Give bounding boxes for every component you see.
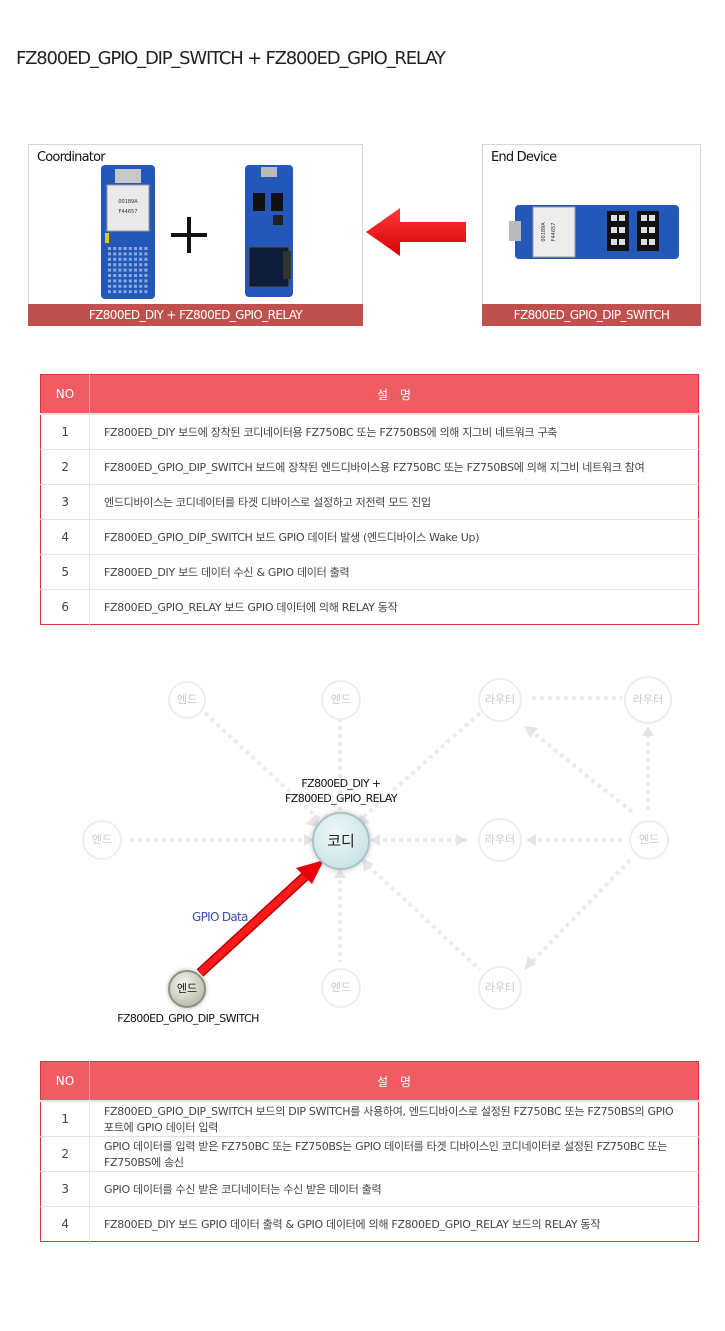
row-no: 1: [40, 1101, 90, 1137]
coordinator-network-label: FZ800ED_DIY + FZ800ED_GPIO_RELAY: [285, 777, 398, 805]
node-end-right: 엔드: [629, 820, 669, 860]
row-text: FZ800ED_DIY 보드 GPIO 데이터 출력 & GPIO 데이터에 의…: [104, 1217, 601, 1231]
end-device-box: End Device 00189A F44657 FZ800ED_GPIO_DI…: [482, 144, 701, 326]
row-text: FZ800ED_DIY 보드 데이터 수신 & GPIO 데이터 출력: [89, 554, 699, 590]
row-no: 5: [40, 554, 90, 590]
row-no: 2: [40, 449, 90, 485]
node-router-top-right1: 라우터: [478, 678, 522, 722]
node-router-top-right2: 라우터: [624, 676, 672, 724]
diy-chip-text-1: 00189A: [118, 199, 138, 205]
node-end-left: 엔드: [82, 820, 122, 860]
diy-board-image: 00189A F44657: [101, 165, 155, 299]
node-end-top-left: 엔드: [168, 681, 206, 719]
node-router-bottom: 라우터: [478, 966, 522, 1010]
node-router-mid: 라우터: [478, 818, 522, 862]
row-text: FZ800ED_GPIO_RELAY 보드 GPIO 데이터에 의해 RELAY…: [104, 600, 398, 614]
node-source-end: 엔드: [168, 970, 206, 1008]
table1-header-no: NO: [40, 374, 90, 415]
row-text: FZ800ED_GPIO_DIP_SWITCH 보드에 장착된 엔드디바이스용 …: [89, 449, 699, 485]
dip-chip-text-1: 00189A: [541, 222, 547, 242]
row-text: FZ800ED_GPIO_DIP_SWITCH 보드 GPIO 데이터 발생 (…: [89, 519, 699, 555]
relay-board-image: [245, 165, 293, 297]
end-device-caption: FZ800ED_GPIO_DIP_SWITCH: [482, 304, 701, 326]
node-end-top-mid: 엔드: [321, 680, 361, 720]
row-no: 4: [40, 1206, 90, 1241]
row-text: FZ800ED_DIY 보드에 장착된 코디네이터용 FZ750BC 또는 FZ…: [89, 414, 699, 450]
node-coordinator: 코디: [312, 812, 370, 870]
row-no: 6: [40, 589, 90, 624]
network-links: [130, 696, 654, 977]
page-title: FZ800ED_GPIO_DIP_SWITCH + FZ800ED_GPIO_R…: [16, 48, 446, 69]
table2-header-no: NO: [40, 1061, 90, 1102]
row-no: 1: [40, 414, 90, 450]
gpio-data-label: GPIO Data: [192, 910, 248, 924]
table1-header-desc: 설 명: [89, 374, 699, 415]
node-end-bottom-mid: 엔드: [321, 968, 361, 1008]
row-text: FZ800ED_GPIO_DIP_SWITCH 보드의 DIP SWITCH를 …: [89, 1101, 699, 1137]
dip-chip-text-2: F44657: [551, 223, 557, 242]
row-no: 4: [40, 519, 90, 555]
source-device-label: FZ800ED_GPIO_DIP_SWITCH: [117, 1012, 259, 1025]
data-flow-arrow-icon: [366, 208, 466, 256]
end-device-label: End Device: [491, 150, 557, 165]
row-no: 3: [40, 484, 90, 520]
row-no: 3: [40, 1171, 90, 1207]
plus-icon: [171, 217, 207, 253]
row-text: GPIO 데이터를 수신 받은 코디네이터는 수신 받은 데이터 출력: [89, 1171, 699, 1207]
coordinator-box: Coordinator 00189A F44657 FZ800ED_DIY + …: [28, 144, 363, 326]
table-row: 4 FZ800ED_DIY 보드 GPIO 데이터 출력 & GPIO 데이터에 …: [40, 1206, 699, 1241]
coordinator-caption: FZ800ED_DIY + FZ800ED_GPIO_RELAY: [28, 304, 363, 326]
row-text: 엔드디바이스는 코디네이터를 타겟 디바이스로 설정하고 저전력 모드 진입: [89, 484, 699, 520]
dip-switch-board-image: 00189A F44657: [509, 205, 679, 259]
coordinator-label: Coordinator: [37, 150, 106, 165]
row-text: GPIO 데이터를 입력 받은 FZ750BC 또는 FZ750BS는 GPIO…: [89, 1136, 699, 1172]
table2-header-desc: 설 명: [89, 1061, 699, 1102]
row-no: 2: [40, 1136, 90, 1172]
table-row: 6 FZ800ED_GPIO_RELAY 보드 GPIO 데이터에 의해 RELA…: [40, 589, 699, 624]
diy-chip-text-2: F44657: [119, 209, 138, 215]
